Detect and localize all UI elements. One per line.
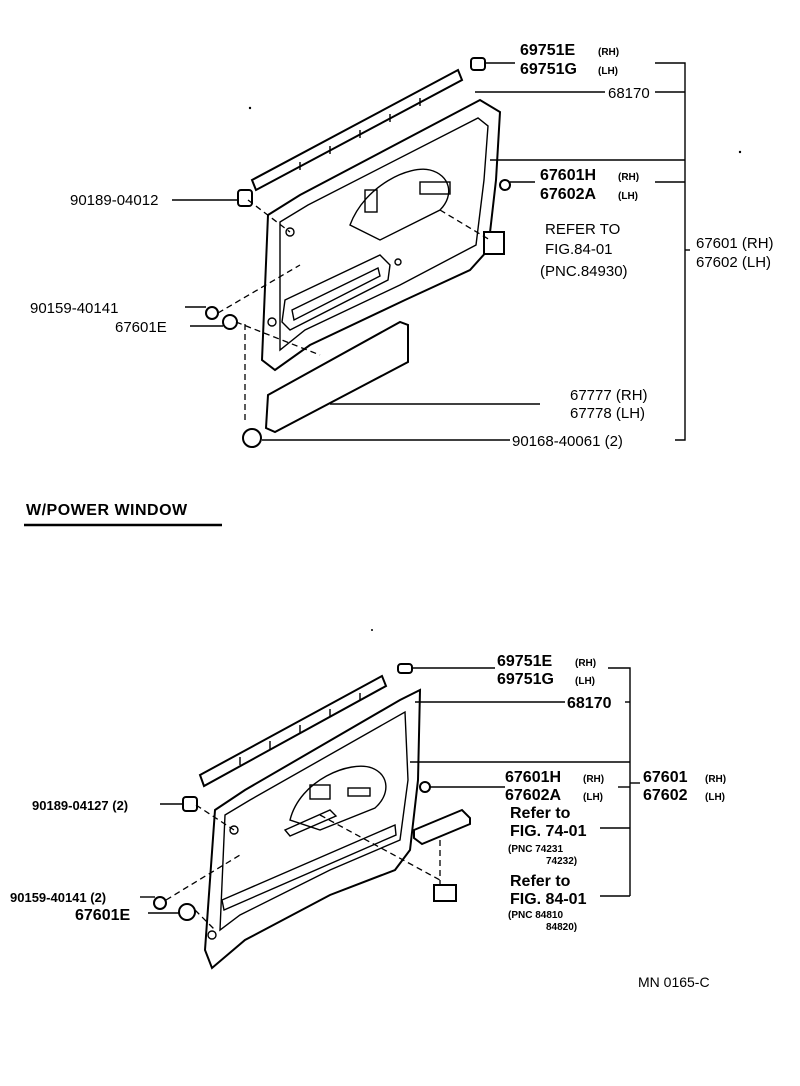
- top-assembly: 69751E (RH) 69751G (LH) 68170 67601H (RH…: [30, 42, 774, 450]
- top-door-trim-board: [260, 98, 502, 372]
- bottom-label-67602: 67602: [643, 787, 688, 804]
- bottom-switch-84810: [433, 884, 457, 902]
- bottom-weatherstrip: [198, 674, 388, 788]
- bottom-label-69751e: 69751E: [497, 653, 552, 670]
- top-label-lh-1: (LH): [598, 66, 618, 77]
- bottom-switch-74231: [413, 808, 471, 846]
- top-clip-90189: [237, 189, 253, 207]
- bottom-label-pnc-b-2: 84820): [546, 922, 577, 933]
- top-weatherstrip: [250, 68, 464, 192]
- top-label-67777: 67777 (RH): [570, 387, 648, 404]
- bottom-label-90189: 90189-04127 (2): [32, 798, 128, 813]
- bottom-assembly: 69751E (RH) 69751G (LH) 68170 67601H (RH…: [10, 653, 726, 970]
- top-label-lh-2: (LH): [618, 191, 638, 202]
- top-label-90159: 90159-40141: [30, 300, 118, 317]
- top-cap-67601e: [222, 314, 238, 330]
- bottom-label-lh-3: (LH): [705, 792, 725, 803]
- top-label-refer-2: FIG.84-01: [545, 241, 613, 258]
- bottom-label-refer-a-1: Refer to: [510, 805, 571, 822]
- bottom-label-67601e: 67601E: [75, 907, 130, 924]
- bottom-label-lh-2: (LH): [583, 792, 603, 803]
- bottom-label-pnc-b-1: (PNC 84810: [508, 910, 563, 921]
- bottom-label-refer-b-2: FIG. 84-01: [510, 891, 587, 908]
- top-label-67778: 67778 (LH): [570, 405, 645, 422]
- top-label-69751e: 69751E: [520, 42, 575, 59]
- catalog-code: MN 0165-C: [638, 974, 710, 990]
- top-label-90168: 90168-40061 (2): [512, 433, 623, 450]
- bottom-label-90159: 90159-40141 (2): [10, 890, 106, 905]
- bottom-label-67602a: 67602A: [505, 787, 561, 804]
- bottom-label-67601h: 67601H: [505, 769, 561, 786]
- top-lower-panel: [264, 320, 409, 434]
- bottom-clip-90189: [182, 796, 198, 812]
- top-switch-84930: [483, 231, 505, 255]
- bottom-label-refer-b-1: Refer to: [510, 873, 571, 890]
- top-label-67601e: 67601E: [115, 319, 167, 336]
- bottom-label-lh-1: (LH): [575, 676, 595, 687]
- bottom-label-rh-2: (RH): [583, 774, 604, 785]
- bottom-cap-67601e: [178, 903, 196, 921]
- top-label-69751g: 69751G: [520, 61, 577, 78]
- bottom-label-rh-1: (RH): [575, 658, 596, 669]
- top-label-68170: 68170: [608, 85, 650, 102]
- section-title: W/POWER WINDOW: [26, 502, 188, 519]
- top-label-rh-1: (RH): [598, 47, 619, 58]
- top-label-67601: 67601 (RH): [696, 235, 774, 252]
- top-label-refer-1: REFER TO: [545, 221, 620, 238]
- top-label-67601h: 67601H: [540, 167, 596, 184]
- bottom-label-pnc-a-2: 74232): [546, 856, 577, 867]
- top-label-67602: 67602 (LH): [696, 254, 771, 271]
- bottom-label-67601: 67601: [643, 769, 688, 786]
- bottom-label-68170: 68170: [567, 695, 612, 712]
- bottom-label-69751g: 69751G: [497, 671, 554, 688]
- top-screw-90159: [205, 306, 219, 320]
- bottom-label-pnc-a-1: (PNC 74231: [508, 844, 563, 855]
- top-label-rh-2: (RH): [618, 172, 639, 183]
- bottom-label-rh-3: (RH): [705, 774, 726, 785]
- top-clip-90168: [242, 428, 262, 448]
- bottom-clip-69751: [397, 663, 413, 674]
- top-label-90189: 90189-04012: [70, 192, 158, 209]
- bottom-screw-90159: [153, 896, 167, 910]
- top-label-67602a: 67602A: [540, 186, 596, 203]
- top-clip-69751: [470, 57, 486, 71]
- top-label-refer-3: (PNC.84930): [540, 263, 628, 280]
- bottom-label-refer-a-2: FIG. 74-01: [510, 823, 587, 840]
